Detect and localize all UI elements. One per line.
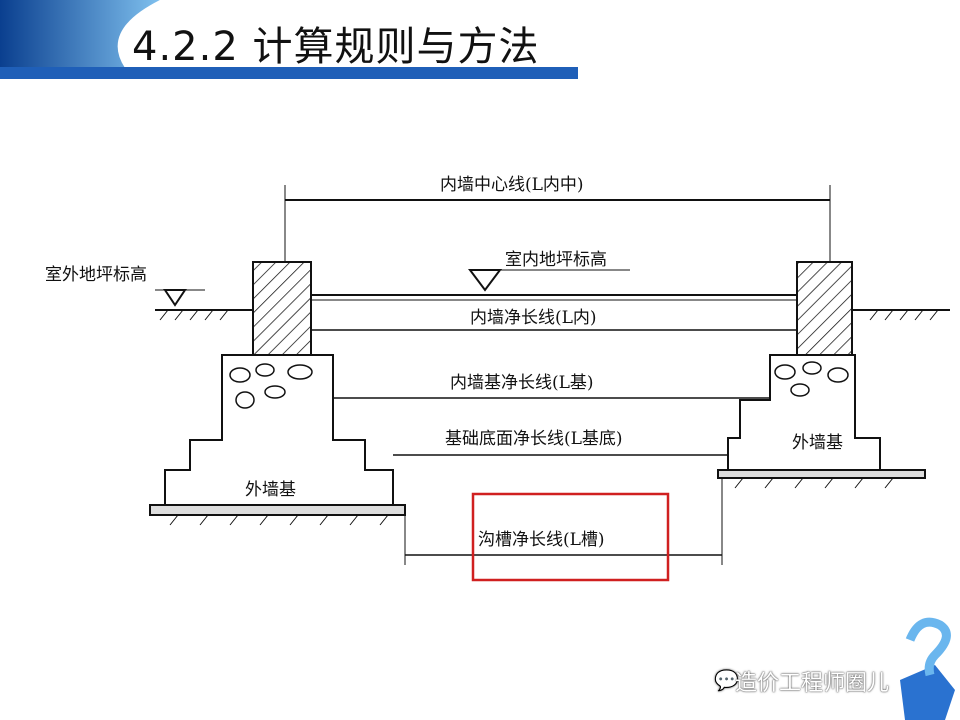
trench-highlight-box (471, 492, 670, 582)
header-decoration (0, 0, 960, 79)
label-outer-foundation-right: 外墙基 (792, 433, 843, 453)
wechat-icon: 💬 (714, 668, 739, 692)
label-foundation-bottom-net: 基础底面净长线(L基底) (445, 429, 623, 449)
label-inner-foundation-net: 内墙基净长线(L基) (450, 373, 594, 393)
label-trench-net: 沟槽净长线(L槽) (478, 530, 605, 550)
slide-title: 4.2.2 计算规则与方法 (132, 24, 540, 70)
slide-header: 4.2.2 计算规则与方法 (0, 0, 960, 80)
label-outdoor-level: 室外地坪标高 (45, 265, 147, 285)
watermark-text: 造价工程师圈儿 (735, 671, 890, 696)
label-inner-wall-center: 内墙中心线(L内中) (440, 175, 584, 195)
label-outer-foundation-left: 外墙基 (245, 480, 296, 500)
question-box-icon (900, 617, 955, 720)
label-indoor-level: 室内地坪标高 (505, 250, 607, 270)
label-inner-wall-net: 内墙净长线(L内) (470, 308, 597, 328)
